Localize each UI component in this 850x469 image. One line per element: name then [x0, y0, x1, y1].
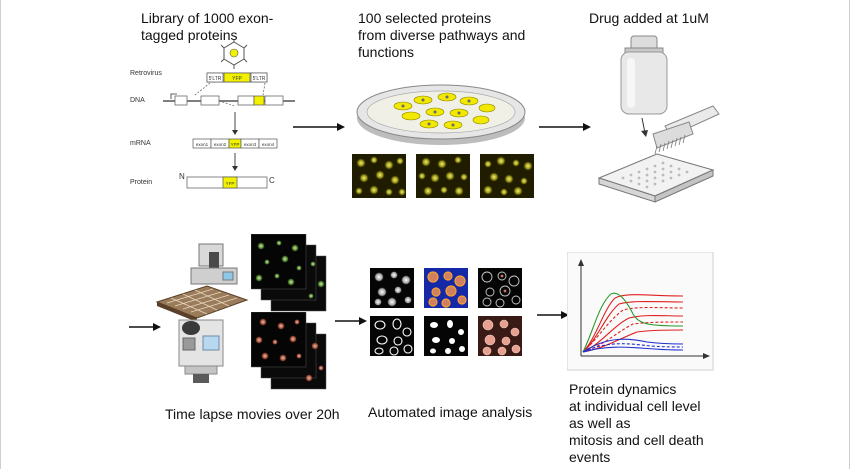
row-label-mrna: mRNA — [130, 140, 151, 147]
movie-stack-green — [251, 234, 327, 312]
yfp-label-retro: YFP — [232, 76, 242, 82]
step2-title-line3: functions — [358, 44, 415, 60]
analysis-tile-masks — [424, 316, 468, 356]
step2-title-line1: 100 selected proteins — [358, 10, 492, 26]
n-terminus-label: N — [179, 172, 185, 181]
microscope-icon — [155, 243, 249, 383]
micrograph-tile-1 — [352, 154, 406, 198]
micrograph-tile-2 — [416, 154, 470, 198]
step6-line2: at individual cell level — [569, 398, 701, 414]
movie-stack-red — [251, 312, 327, 390]
ltr-left-label: 5'LTR — [209, 76, 222, 82]
step5-title: Automated image analysis — [368, 404, 533, 420]
exon3-label: exon3 — [244, 142, 257, 147]
arrow-into-step4 — [129, 323, 161, 331]
step6-line3: as well as — [569, 415, 631, 431]
step6-line4: mitosis and cell death — [569, 432, 704, 448]
row-label-dna: DNA — [130, 97, 145, 104]
row-label-retrovirus: Retrovirus — [130, 70, 162, 77]
ltr-right-label: 5'LTR — [253, 76, 266, 82]
yfp-label-protein: YFP — [226, 181, 235, 186]
analysis-tile-outlines — [478, 268, 522, 308]
arrow-step4-to-step5 — [335, 317, 367, 325]
analysis-tile-nuclei — [370, 316, 414, 356]
well-plate-icon — [597, 153, 715, 203]
step3-title: Drug added at 1uM — [589, 10, 709, 26]
c-terminus-label: C — [269, 176, 275, 185]
exon1-label: exon1 — [196, 142, 209, 147]
step6-line1: Protein dynamics — [569, 381, 677, 397]
step6-line5: events — [569, 449, 611, 465]
protein-dynamics-plot — [567, 252, 714, 371]
arrow-step2-to-step3 — [539, 123, 591, 131]
micrograph-tile-3 — [480, 154, 534, 198]
analysis-tile-raw — [370, 268, 414, 308]
image-analysis-grid — [370, 268, 522, 356]
petri-dish-icon — [356, 84, 526, 145]
step2-title-line2: from diverse pathways and — [358, 27, 526, 43]
row-label-protein: Protein — [130, 179, 153, 186]
arrow-step1-to-step2 — [293, 123, 345, 131]
virus-icon — [220, 40, 248, 69]
bottle-icon — [620, 35, 668, 115]
multichannel-pipette-icon — [652, 105, 720, 155]
step1-title-line2: tagged proteins — [141, 27, 238, 43]
exon2-label: exon2 — [214, 142, 227, 147]
exon4-label: exon4 — [262, 142, 275, 147]
yfp-label-mrna: YFP — [231, 142, 240, 147]
arrow-step5-to-step6 — [537, 311, 569, 319]
analysis-tile-segmented — [424, 268, 468, 308]
step1-title-line1: Library of 1000 exon- — [141, 10, 274, 26]
analysis-tile-overlay — [478, 316, 522, 356]
drug-dispensing-figure — [597, 35, 720, 203]
gene-construct-figure: 5'LTR 5'LTR YFP exon1 exon2 YFP exon3 ex… — [163, 40, 295, 189]
step4-title: Time lapse movies over 20h — [165, 406, 340, 422]
yfp-micrographs — [352, 154, 534, 198]
